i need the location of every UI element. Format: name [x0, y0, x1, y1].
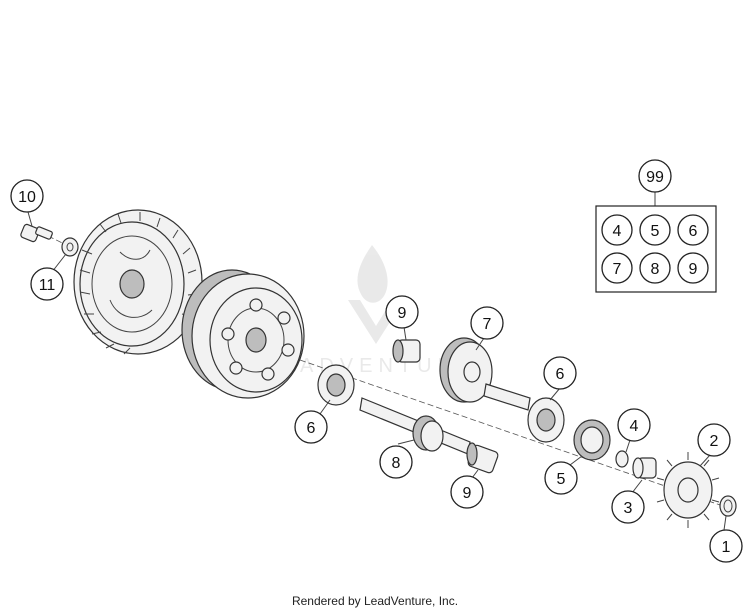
- kit-item-4: 4: [601, 214, 633, 246]
- render-credit: Rendered by LeadVenture, Inc.: [291, 594, 459, 608]
- callout-label: 3: [624, 500, 633, 517]
- kit-item-8: 8: [639, 252, 671, 284]
- bearing-right-part: [527, 397, 565, 443]
- kit-callout-99: 99: [638, 159, 672, 193]
- callout-2: 2: [697, 423, 731, 457]
- bolt-part: [20, 223, 53, 243]
- sprocket-part: [656, 452, 720, 528]
- kit-label: 99: [646, 169, 664, 186]
- needle-bushing-upper-part: [392, 339, 421, 363]
- callout-11: 11: [30, 267, 64, 301]
- leader-lines: [27, 192, 727, 531]
- callout-label: 5: [557, 471, 566, 488]
- kit-item-9: 9: [677, 252, 709, 284]
- callout-label: 6: [556, 366, 565, 383]
- kit-contents-box: 4 5 6 7 8 9: [595, 205, 717, 293]
- callout-label: 10: [18, 189, 36, 206]
- callout-9-upper: 9: [385, 295, 419, 329]
- callout-label: 4: [630, 418, 639, 435]
- callout-5: 5: [544, 461, 578, 495]
- spacer-part: [632, 457, 657, 479]
- kit-item-7: 7: [601, 252, 633, 284]
- kit-item-label: 8: [651, 261, 660, 278]
- callout-label: 9: [463, 485, 472, 502]
- kit-item-6: 6: [677, 214, 709, 246]
- kit-item-label: 9: [689, 261, 698, 278]
- shaft-seal-part: [573, 419, 611, 461]
- kit-item-5: 5: [639, 214, 671, 246]
- callout-label: 7: [483, 316, 492, 333]
- kit-item-label: 4: [613, 223, 622, 240]
- callout-4: 4: [617, 408, 651, 442]
- gear-with-shaft-part: [439, 337, 531, 411]
- circlip-part: [719, 495, 737, 517]
- kit-item-label: 6: [689, 223, 698, 240]
- callout-label: 2: [710, 433, 719, 450]
- o-ring-part: [615, 450, 629, 468]
- callout-3: 3: [611, 490, 645, 524]
- callout-label: 11: [39, 277, 56, 294]
- clutch-hub-part: [181, 269, 305, 399]
- callout-10: 10: [10, 179, 44, 213]
- callout-label: 1: [722, 539, 731, 556]
- callout-6-left: 6: [294, 410, 328, 444]
- shaft-with-gear-part: [359, 397, 471, 455]
- bearing-left-part: [317, 364, 355, 406]
- callout-7: 7: [470, 306, 504, 340]
- washer-part: [61, 237, 79, 257]
- callout-label: 9: [398, 305, 407, 322]
- callout-9-lower: 9: [450, 475, 484, 509]
- callout-8: 8: [379, 445, 413, 479]
- needle-bushing-lower-part: [466, 442, 499, 474]
- kit-item-label: 7: [613, 261, 622, 278]
- callout-1: 1: [709, 529, 743, 563]
- callout-label: 8: [392, 455, 401, 472]
- callout-label: 6: [307, 420, 316, 437]
- callout-6-right: 6: [543, 356, 577, 390]
- clutch-basket-part: [73, 209, 203, 355]
- kit-item-label: 5: [651, 223, 660, 240]
